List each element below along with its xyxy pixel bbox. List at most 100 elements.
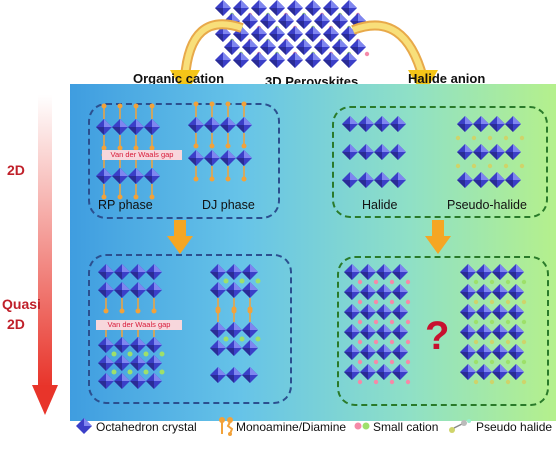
dj-ligand [193, 133, 199, 149]
organic-quasi-panel [88, 254, 292, 404]
rp-ligand [101, 103, 107, 119]
rp-ligand [117, 184, 123, 200]
quasi-octahedron [146, 264, 162, 280]
small-cation [389, 319, 395, 325]
quasi-halide-octahedron [376, 364, 392, 380]
quasi-halide-octahedron [344, 344, 360, 360]
curved-arrow-left [170, 19, 244, 96]
perovskite-octahedron [323, 52, 339, 68]
quasi-halide-octahedron [392, 304, 408, 320]
rp-ligand [101, 135, 107, 151]
perovskite-octahedron [215, 52, 231, 68]
quasi-pseudo-octahedron [476, 304, 492, 320]
perovskite-octahedron [242, 39, 258, 55]
quasi-octahedron [130, 264, 146, 280]
quasi-pseudo-octahedron [508, 324, 524, 340]
pseudo-halide [489, 379, 495, 385]
quasi-dj-octahedron [242, 264, 258, 280]
quasi-dj-octahedron [210, 340, 226, 356]
quasi-pseudo-octahedron [476, 364, 492, 380]
perovskite-octahedron [323, 0, 339, 16]
legend-pseudo-halide-label: Pseudo halide [476, 420, 553, 434]
legend-small-cation-label: Small cation [373, 420, 439, 434]
pseudo-halide-octahedron [489, 144, 505, 160]
quasi-dj-octahedron [242, 322, 258, 338]
quasi-halide-octahedron [344, 364, 360, 380]
perovskite-octahedron [323, 26, 339, 42]
halide-octahedron [358, 172, 374, 188]
quasi-octahedron [98, 264, 114, 280]
quasi-dj-octahedron [226, 367, 242, 383]
halide-octahedron [358, 116, 374, 132]
legend-monoamine-label: Monoamine/Diamine [236, 420, 347, 434]
rp-ligand [133, 135, 139, 151]
pseudo-halide [505, 279, 511, 285]
halide-octahedron [358, 144, 374, 160]
quasi-halide-octahedron [376, 264, 392, 280]
small-cation [389, 339, 395, 345]
small-cation [357, 379, 363, 385]
pseudo-halide [521, 379, 527, 385]
quasi-octahedron [146, 373, 162, 389]
halide-anion-label: Halide anion [408, 71, 486, 86]
quasi-dj-octahedron [226, 264, 242, 280]
octahedron-icon [76, 418, 92, 434]
quasi-octahedron [114, 355, 130, 371]
rp-ligand [117, 103, 123, 119]
pseudo-halide-octahedron [457, 144, 473, 160]
vdw-gap-label-quasi: Van der Waals gap [96, 320, 182, 330]
quasi-octahedron [130, 373, 146, 389]
quasi-dj-ligand [231, 306, 237, 322]
perovskite-octahedron [314, 13, 330, 29]
halide-2d-panel [332, 106, 548, 218]
pseudo-halide [489, 339, 495, 345]
small-cation [357, 299, 363, 305]
vdw-gap-label-rp: Van der Waals gap [102, 150, 182, 160]
quasi-octahedron [98, 337, 114, 353]
perovskite-octahedron [269, 0, 285, 16]
quasi-ligand [103, 298, 109, 314]
dj-octahedron [220, 150, 236, 166]
rp-ligand [133, 184, 139, 200]
dj-ligand [241, 133, 247, 149]
dj-ligand [193, 166, 199, 182]
quasi-octahedron [130, 337, 146, 353]
quasi-ligand [119, 298, 125, 314]
small-cation [405, 299, 411, 305]
rp-octahedron [112, 168, 128, 184]
quasi-dj-octahedron [210, 367, 226, 383]
perovskite-octahedron [332, 39, 348, 55]
pseudo-halide-label: Pseudo-halide [447, 198, 527, 212]
pseudo-halide [505, 299, 511, 305]
perovskite-octahedron [350, 39, 366, 55]
pseudo-halide [487, 163, 493, 169]
dj-ligand [193, 101, 199, 117]
perovskite-octahedron [215, 0, 231, 16]
pseudo-halide-octahedron [505, 116, 521, 132]
quasi-pseudo-octahedron [460, 344, 476, 360]
pseudo-halide [489, 359, 495, 365]
organic-2d-panel [88, 103, 280, 219]
quasi-dj-octahedron [226, 322, 242, 338]
quasi-halide-octahedron [392, 324, 408, 340]
quasi-halide-octahedron [360, 284, 376, 300]
halide-octahedron [342, 116, 358, 132]
pseudo-halide [489, 319, 495, 325]
quasi-octahedron [146, 282, 162, 298]
pseudo-halide [521, 319, 527, 325]
small-cation [127, 351, 133, 357]
pseudo-halide [455, 163, 461, 169]
small-cation [159, 351, 165, 357]
perovskite-octahedron [278, 39, 294, 55]
small-cation [143, 369, 149, 375]
quasi-pseudo-octahedron [492, 264, 508, 280]
quasi-dj-ligand [247, 306, 253, 322]
pseudo-halide-octahedron [473, 144, 489, 160]
small-cation [357, 359, 363, 365]
small-cation [255, 336, 261, 342]
quasi-pseudo-octahedron [476, 284, 492, 300]
pseudo-halide-icon [449, 419, 471, 433]
quasi-octahedron [130, 355, 146, 371]
pseudo-halide [487, 135, 493, 141]
